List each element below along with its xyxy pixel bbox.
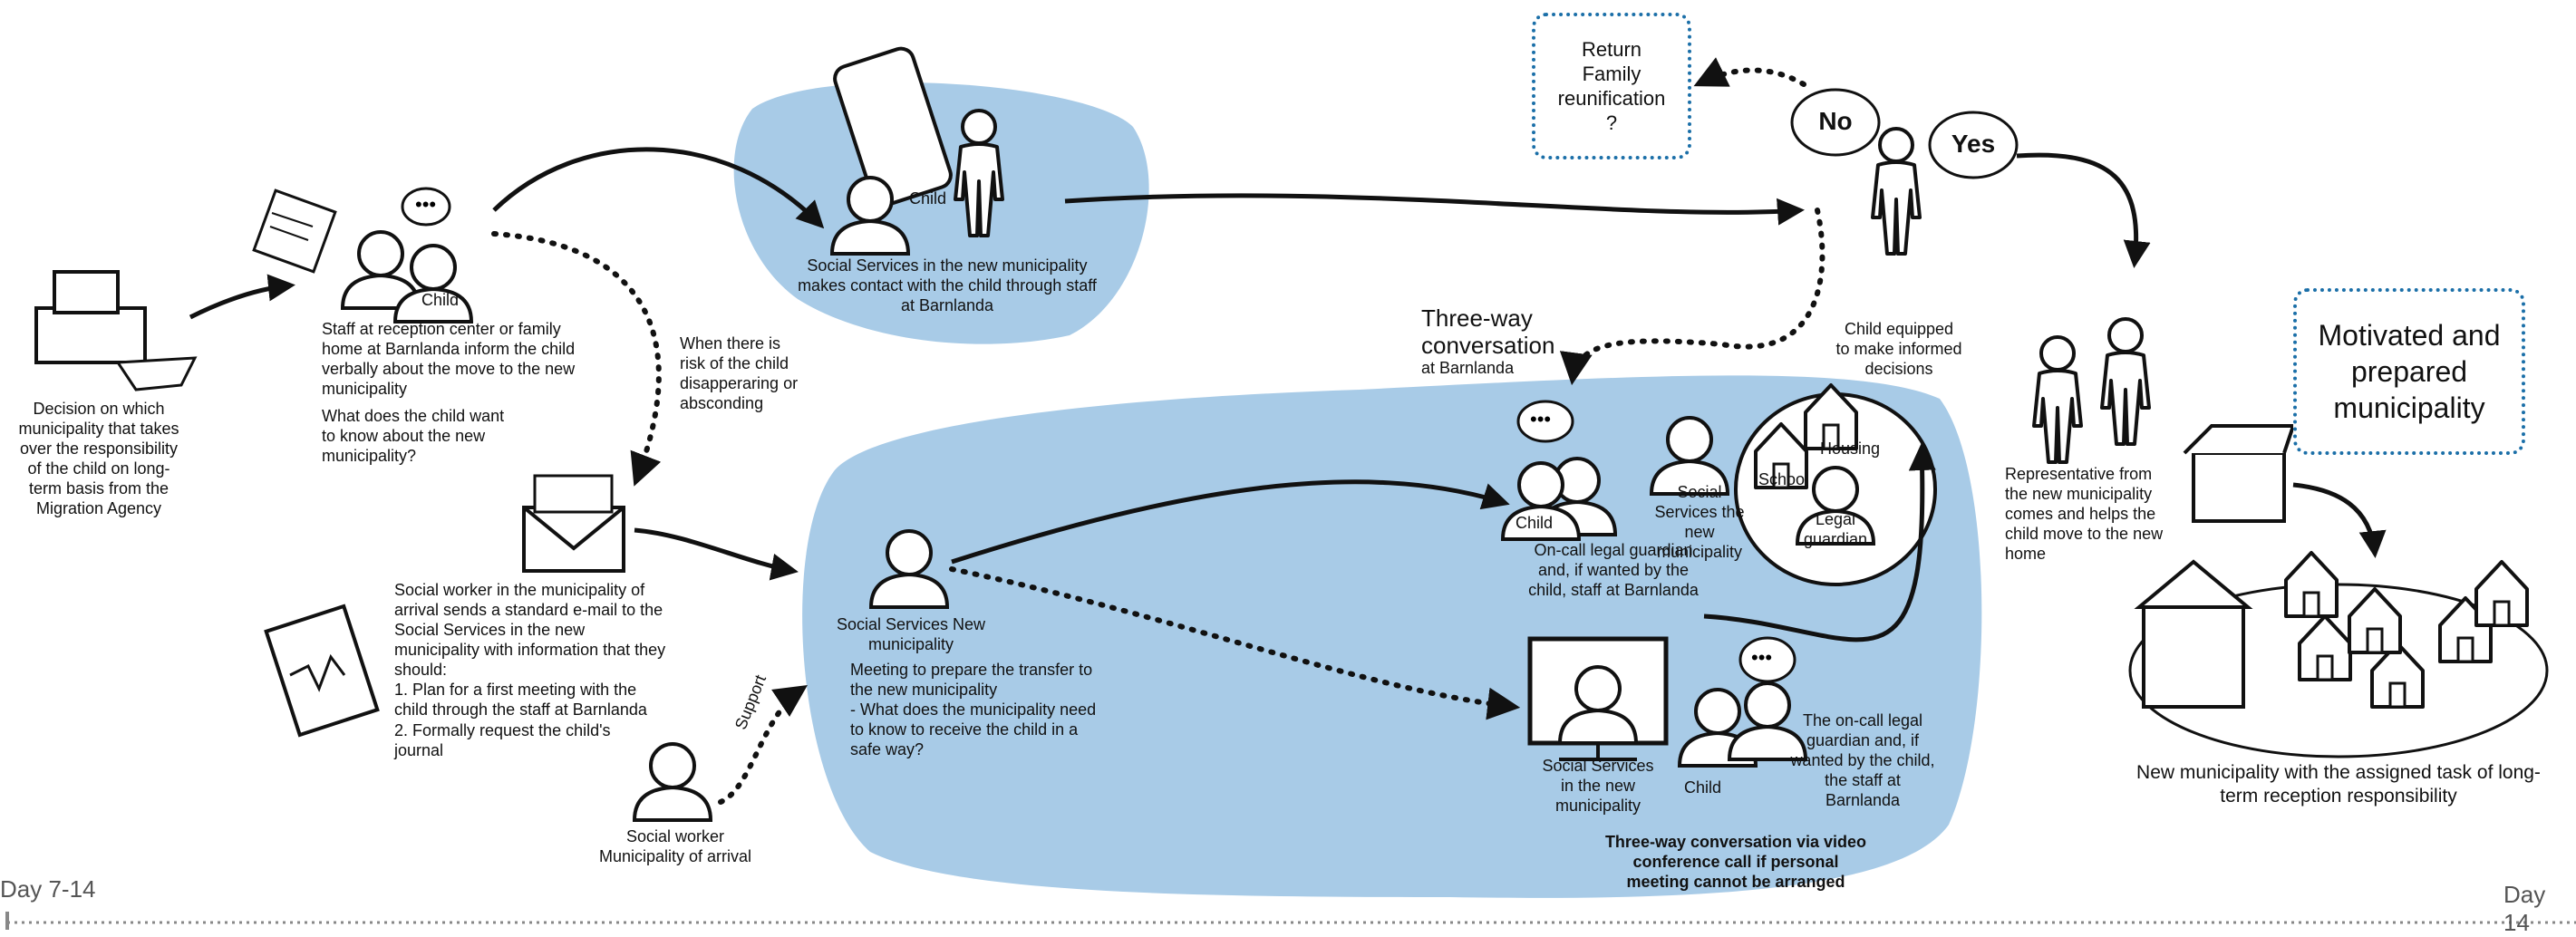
- yes-bubble: Yes: [1951, 130, 1996, 158]
- printer-icon: [34, 270, 198, 391]
- social-worker-icon: [633, 742, 712, 822]
- meeting-prep-label: Meeting to prepare the transfer to the n…: [850, 661, 1093, 699]
- school-label: School: [1758, 470, 1809, 488]
- three-way-location: at Barnlanda: [1421, 359, 1515, 377]
- video-guardian-note: The on-call legal guardian and, if wante…: [1790, 711, 1935, 809]
- representative-label: Representative from the new municipality…: [2005, 465, 2164, 563]
- video-call-icon: •••: [1527, 636, 1807, 768]
- ss-in-new-muni-label: Social Services in the new municipality: [1542, 757, 1654, 815]
- legal-guardian-label: Legal guardian: [1804, 510, 1868, 548]
- svg-text:•••: •••: [1751, 646, 1772, 669]
- email-item-1: 1. Plan for a first meeting with the chi…: [394, 681, 647, 719]
- three-way-group-icon: •••: [1501, 383, 1937, 586]
- blob-contact: [733, 82, 1149, 344]
- journal-clipboard-icon: [264, 604, 380, 738]
- phone-call-icon: [830, 46, 1004, 256]
- housing-label: Housing: [1820, 440, 1881, 458]
- representative-child-icon: [2032, 317, 2151, 464]
- no-bubble: No: [1818, 107, 1853, 135]
- new-muni-task-label: New municipality with the assigned task …: [2136, 762, 2541, 807]
- meeting-question-label: - What does the municipality need to kno…: [850, 700, 1097, 758]
- motivated-municipality-box: Motivated and prepared municipality: [2293, 288, 2525, 455]
- ss-the-new-muni-label: Social Services the new municipality: [1654, 483, 1745, 561]
- decision-label: Decision on which municipality that take…: [18, 400, 179, 517]
- child-label-video: Child: [1684, 778, 1722, 797]
- child-label-three-way: Child: [1516, 514, 1554, 532]
- staff-question-label: What does the child want to know about t…: [322, 407, 505, 465]
- child-label-staff: Child: [421, 291, 460, 309]
- three-way-title: Three-way conversation: [1421, 304, 1555, 359]
- staff-inform-label: Staff at reception center or family home…: [322, 320, 576, 398]
- child-label-contact: Child: [909, 189, 947, 208]
- guardian-note: On-call legal guardian and, if wanted by…: [1528, 541, 1699, 599]
- social-services-contact-label: Social Services in the new municipality …: [798, 256, 1097, 314]
- social-worker-arrival-label: Social worker Municipality of arrival: [598, 827, 752, 865]
- ss-new-muni-label: Social Services New municipality: [836, 615, 986, 653]
- moving-box-icon: [2183, 424, 2296, 523]
- risk-note: When there is risk of the child disapper…: [680, 334, 799, 412]
- timeline-start: Day 7-14: [0, 875, 96, 903]
- video-call-note: Three-way conversation via video confere…: [1604, 833, 1867, 891]
- timeline-end: Day 14: [2503, 881, 2546, 936]
- child-equipped-label: Child equipped to make informed decision…: [1835, 320, 1962, 378]
- envelope-icon: [522, 474, 625, 573]
- svg-text:•••: •••: [1530, 408, 1551, 430]
- social-worker-email-label: Social worker in the municipality of arr…: [394, 581, 666, 679]
- return-reunification-box: Return Family reunification ?: [1532, 13, 1691, 159]
- svg-text:•••: •••: [415, 193, 436, 216]
- town-icon: [2128, 551, 2549, 758]
- email-item-2: 2. Formally request the child's journal: [394, 721, 611, 759]
- child-deciding-icon: [1790, 88, 2019, 256]
- clipboard-icon: [252, 188, 337, 274]
- staff-child-icon: •••: [341, 187, 473, 324]
